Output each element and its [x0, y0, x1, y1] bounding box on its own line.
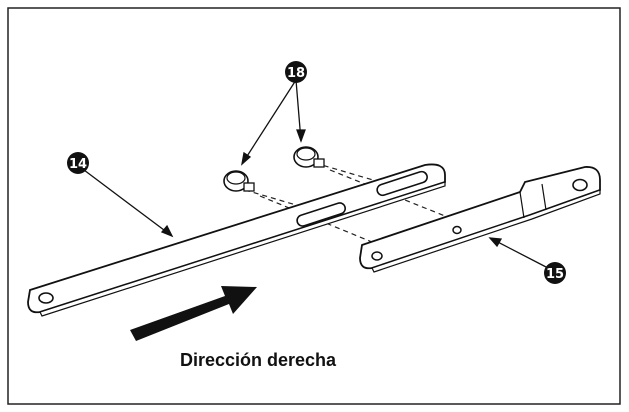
svg-text:14: 14	[69, 157, 87, 172]
leader-lines	[83, 79, 549, 269]
callout-18: 18	[285, 61, 307, 83]
direction-arrow-icon	[130, 286, 257, 341]
long-bar	[27, 163, 446, 317]
screw-left	[223, 170, 255, 192]
short-bar	[359, 166, 601, 273]
callout-14: 14	[67, 152, 89, 174]
direction-caption: Dirección derecha	[180, 350, 337, 370]
svg-text:18: 18	[287, 66, 305, 81]
screw-right	[293, 146, 325, 168]
svg-text:15: 15	[546, 267, 564, 282]
callout-15: 15	[544, 262, 566, 284]
